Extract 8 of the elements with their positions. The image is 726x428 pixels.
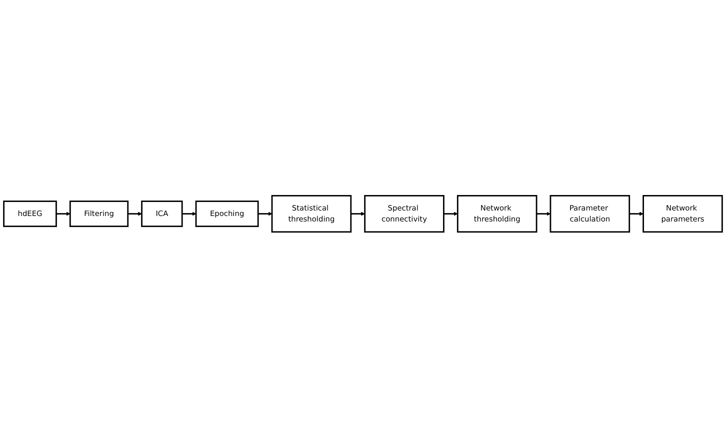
- arrow: [182, 212, 196, 216]
- arrow: [350, 212, 366, 216]
- arrow: [444, 212, 458, 216]
- arrow: [536, 212, 551, 216]
- arrow: [629, 212, 644, 216]
- arrow: [258, 212, 272, 216]
- arrow: [128, 212, 142, 216]
- arrow: [56, 212, 70, 216]
